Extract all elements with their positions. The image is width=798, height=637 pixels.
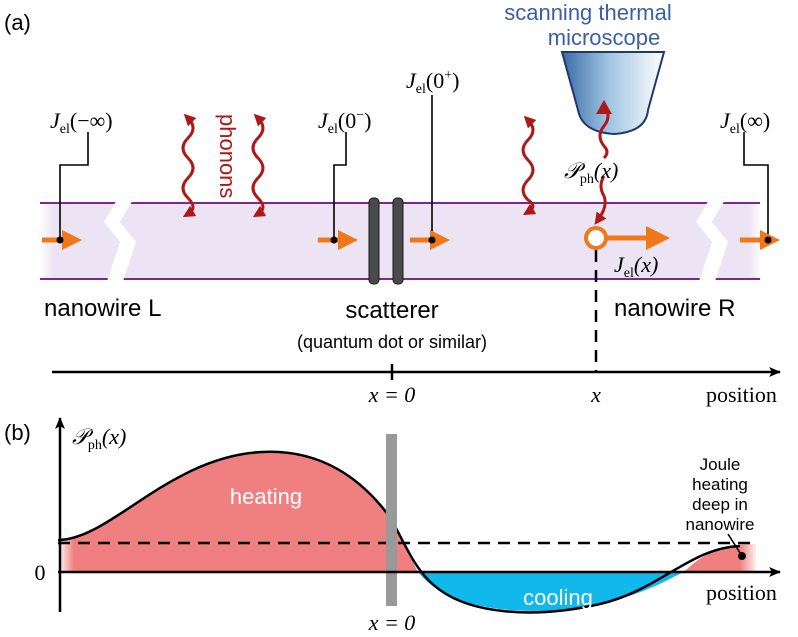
current-label-plus-inf: Jel(∞) bbox=[720, 108, 770, 137]
scatterer-note: (quantum dot or similar) bbox=[297, 332, 487, 352]
joule-line-4: nanowire bbox=[686, 515, 755, 534]
scatterer-bar-b bbox=[386, 434, 397, 606]
phonon-arrows bbox=[181, 100, 612, 225]
nanowire-left-label: nanowire L bbox=[44, 295, 161, 322]
probe-point bbox=[584, 226, 608, 250]
microscope-label-line1: scanning thermal bbox=[504, 0, 672, 25]
position-label-b: position bbox=[706, 580, 777, 605]
joule-annotation: Joule heating deep in nanowire bbox=[686, 455, 755, 560]
current-dots bbox=[56, 236, 772, 244]
zero-tick-label: 0 bbox=[35, 560, 46, 585]
scatterer-barriers bbox=[368, 197, 404, 285]
current-label-minus-inf: Jel(−∞) bbox=[50, 108, 113, 137]
cooling-label: cooling bbox=[523, 585, 593, 610]
heating-area bbox=[58, 451, 418, 572]
x-zero-label-a: x = 0 bbox=[368, 382, 416, 407]
scatterer-label: scatterer bbox=[345, 297, 438, 324]
microscope-tip bbox=[560, 51, 666, 136]
current-label-zero-minus: Jel(0−) bbox=[318, 108, 371, 137]
joule-line-3: deep in bbox=[692, 495, 748, 514]
phonons-label: phonons bbox=[215, 114, 240, 198]
x-zero-label-b: x = 0 bbox=[368, 610, 416, 635]
joule-line-2: heating bbox=[692, 475, 748, 494]
position-label-a: position bbox=[706, 382, 777, 407]
power-curve bbox=[57, 450, 741, 614]
fade-right bbox=[740, 536, 758, 574]
microscope-label-line2: microscope bbox=[548, 25, 660, 50]
cooling-area bbox=[418, 572, 684, 611]
x-probe-label: x bbox=[590, 382, 601, 407]
current-label-at-x: Jel(x) bbox=[614, 252, 658, 281]
current-leaders bbox=[59, 95, 769, 238]
nanowire-right-label: nanowire R bbox=[614, 295, 735, 322]
y-axis-label-b: 𝒫ph(x) bbox=[72, 424, 126, 453]
power-label: 𝒫ph(x) bbox=[564, 158, 618, 187]
heating-label: heating bbox=[230, 484, 302, 509]
fade-left bbox=[58, 536, 74, 574]
current-label-zero-plus: Jel(0+) bbox=[406, 68, 459, 97]
joule-line-1: Joule bbox=[700, 455, 741, 474]
wire-break-right bbox=[696, 198, 728, 284]
panel-a-label: (a) bbox=[4, 10, 31, 35]
panel-b-label: (b) bbox=[4, 420, 31, 445]
wire-break-left bbox=[104, 198, 136, 284]
